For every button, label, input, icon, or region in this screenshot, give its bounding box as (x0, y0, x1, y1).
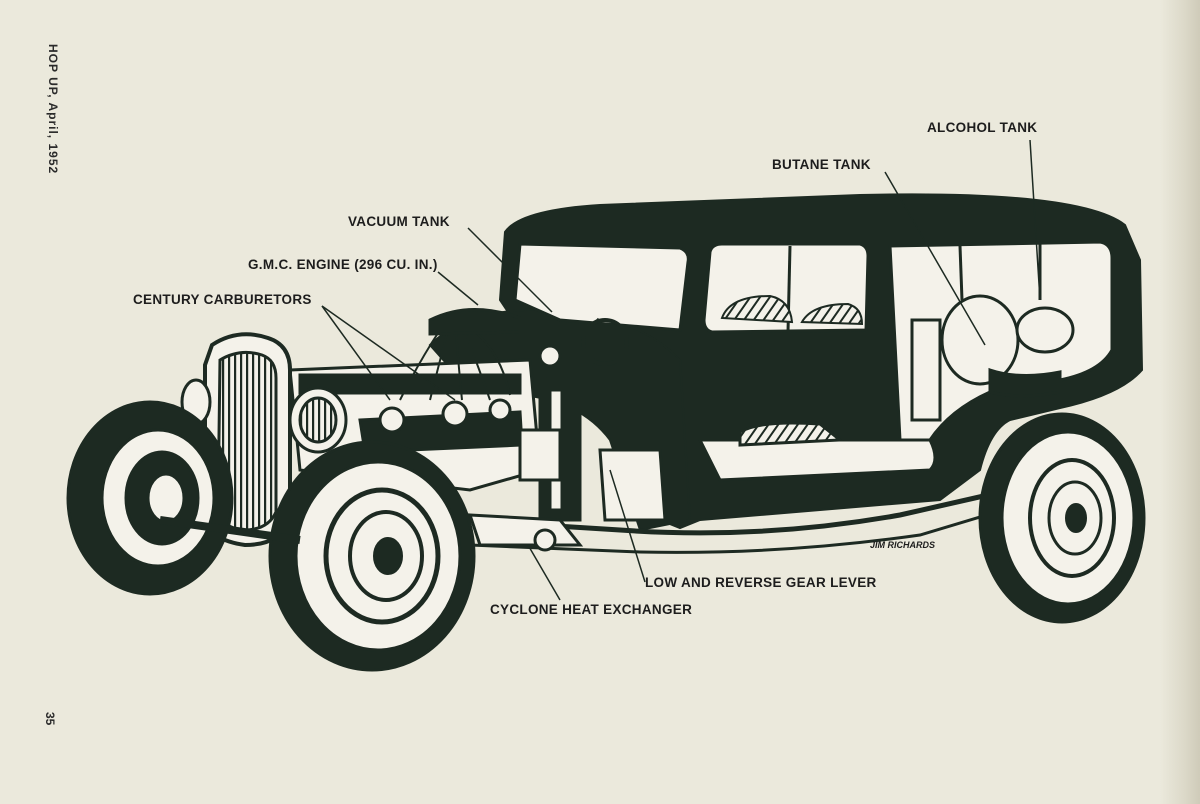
rear-wheel (978, 412, 1146, 624)
front-axle (159, 516, 301, 544)
rear-interior (910, 294, 1075, 422)
butane-tank-shape (940, 294, 1020, 386)
seats (720, 294, 864, 326)
label-cyclone-heat-exchanger: CYCLONE HEAT EXCHANGER (490, 602, 693, 617)
page-number: 35 (43, 712, 57, 726)
label-gmc-engine: G.M.C. ENGINE (296 CU. IN.) (248, 257, 438, 272)
label-century-carburetors: CENTURY CARBURETORS (133, 292, 312, 307)
label-butane-tank: BUTANE TANK (772, 157, 871, 172)
headlights (180, 378, 348, 454)
label-low-reverse-gear-lever: LOW AND REVERSE GEAR LEVER (645, 575, 877, 590)
exhaust (467, 513, 584, 552)
front-left-wheel (66, 400, 234, 596)
side-header: HOP UP, April, 1952 (46, 44, 60, 175)
floor-section (598, 421, 937, 522)
artist-signature: JIM RICHARDS (870, 540, 936, 550)
leader-lines (321, 139, 1041, 601)
label-vacuum-tank: VACUUM TANK (348, 214, 450, 229)
page-edge (1160, 0, 1200, 804)
steering-wheel (581, 318, 629, 366)
front-right-wheel (268, 440, 476, 672)
alcohol-tank-shape (1015, 306, 1075, 354)
label-alcohol-tank: ALCOHOL TANK (927, 120, 1038, 135)
